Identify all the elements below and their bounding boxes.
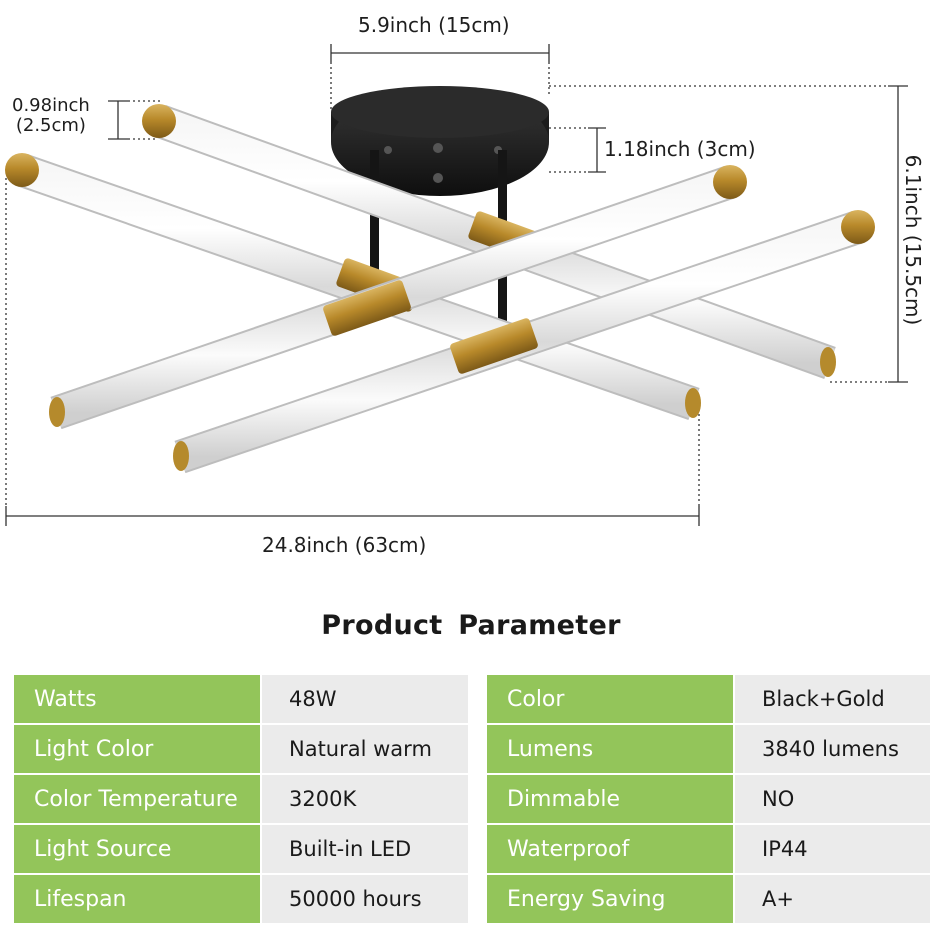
param-value: 48W [262,675,468,723]
param-value: 50000 hours [262,875,468,923]
table-row: Energy Saving A+ [487,875,930,923]
param-key: Color Temperature [14,775,260,823]
param-value: Built-in LED [262,825,468,873]
canopy-height-label: 1.18inch (3cm) [604,137,756,161]
gold-coupler [323,280,538,374]
total-width-label: 24.8inch (63cm) [262,533,427,557]
param-key: Energy Saving [487,875,733,923]
table-row: Dimmable NO [487,775,930,823]
table-row: Watts 48W [14,675,468,723]
table-row: Waterproof IP44 [487,825,930,873]
param-key: Lifespan [14,875,260,923]
total-height-text: 6.1inch (15.5cm) [901,154,925,326]
dimension-lines [5,44,908,526]
param-key: Watts [14,675,260,723]
ceiling-canopy [331,86,549,196]
table-row: Lumens 3840 lumens [487,725,930,773]
tube-diameter-inch: 0.98inch [12,95,90,116]
lamp-illustration [5,44,908,526]
canopy-width-label: 5.9inch (15cm) [358,13,510,37]
param-value: 3840 lumens [735,725,930,773]
total-height-label: 6.1inch (15.5cm) [898,130,928,350]
table-row: Color Temperature 3200K [14,775,468,823]
product-parameter-title: Product Parameter [321,610,621,641]
param-key: Lumens [487,725,733,773]
parameter-table-left: Watts 48W Light Color Natural warm Color… [14,675,468,925]
param-key: Waterproof [487,825,733,873]
tube-diameter-label: 0.98inch (2.5cm) [12,96,90,136]
table-row: Lifespan 50000 hours [14,875,468,923]
param-key: Dimmable [487,775,733,823]
param-value: NO [735,775,930,823]
table-row: Light Source Built-in LED [14,825,468,873]
param-value: Natural warm [262,725,468,773]
param-value: IP44 [735,825,930,873]
param-value: 3200K [262,775,468,823]
param-key: Color [487,675,733,723]
param-value: A+ [735,875,930,923]
param-key: Light Color [14,725,260,773]
param-key: Light Source [14,825,260,873]
tube-diameter-cm: (2.5cm) [15,114,86,136]
param-value: Black+Gold [735,675,930,723]
table-row: Light Color Natural warm [14,725,468,773]
table-row: Color Black+Gold [487,675,930,723]
parameter-table-right: Color Black+Gold Lumens 3840 lumens Dimm… [487,675,930,925]
